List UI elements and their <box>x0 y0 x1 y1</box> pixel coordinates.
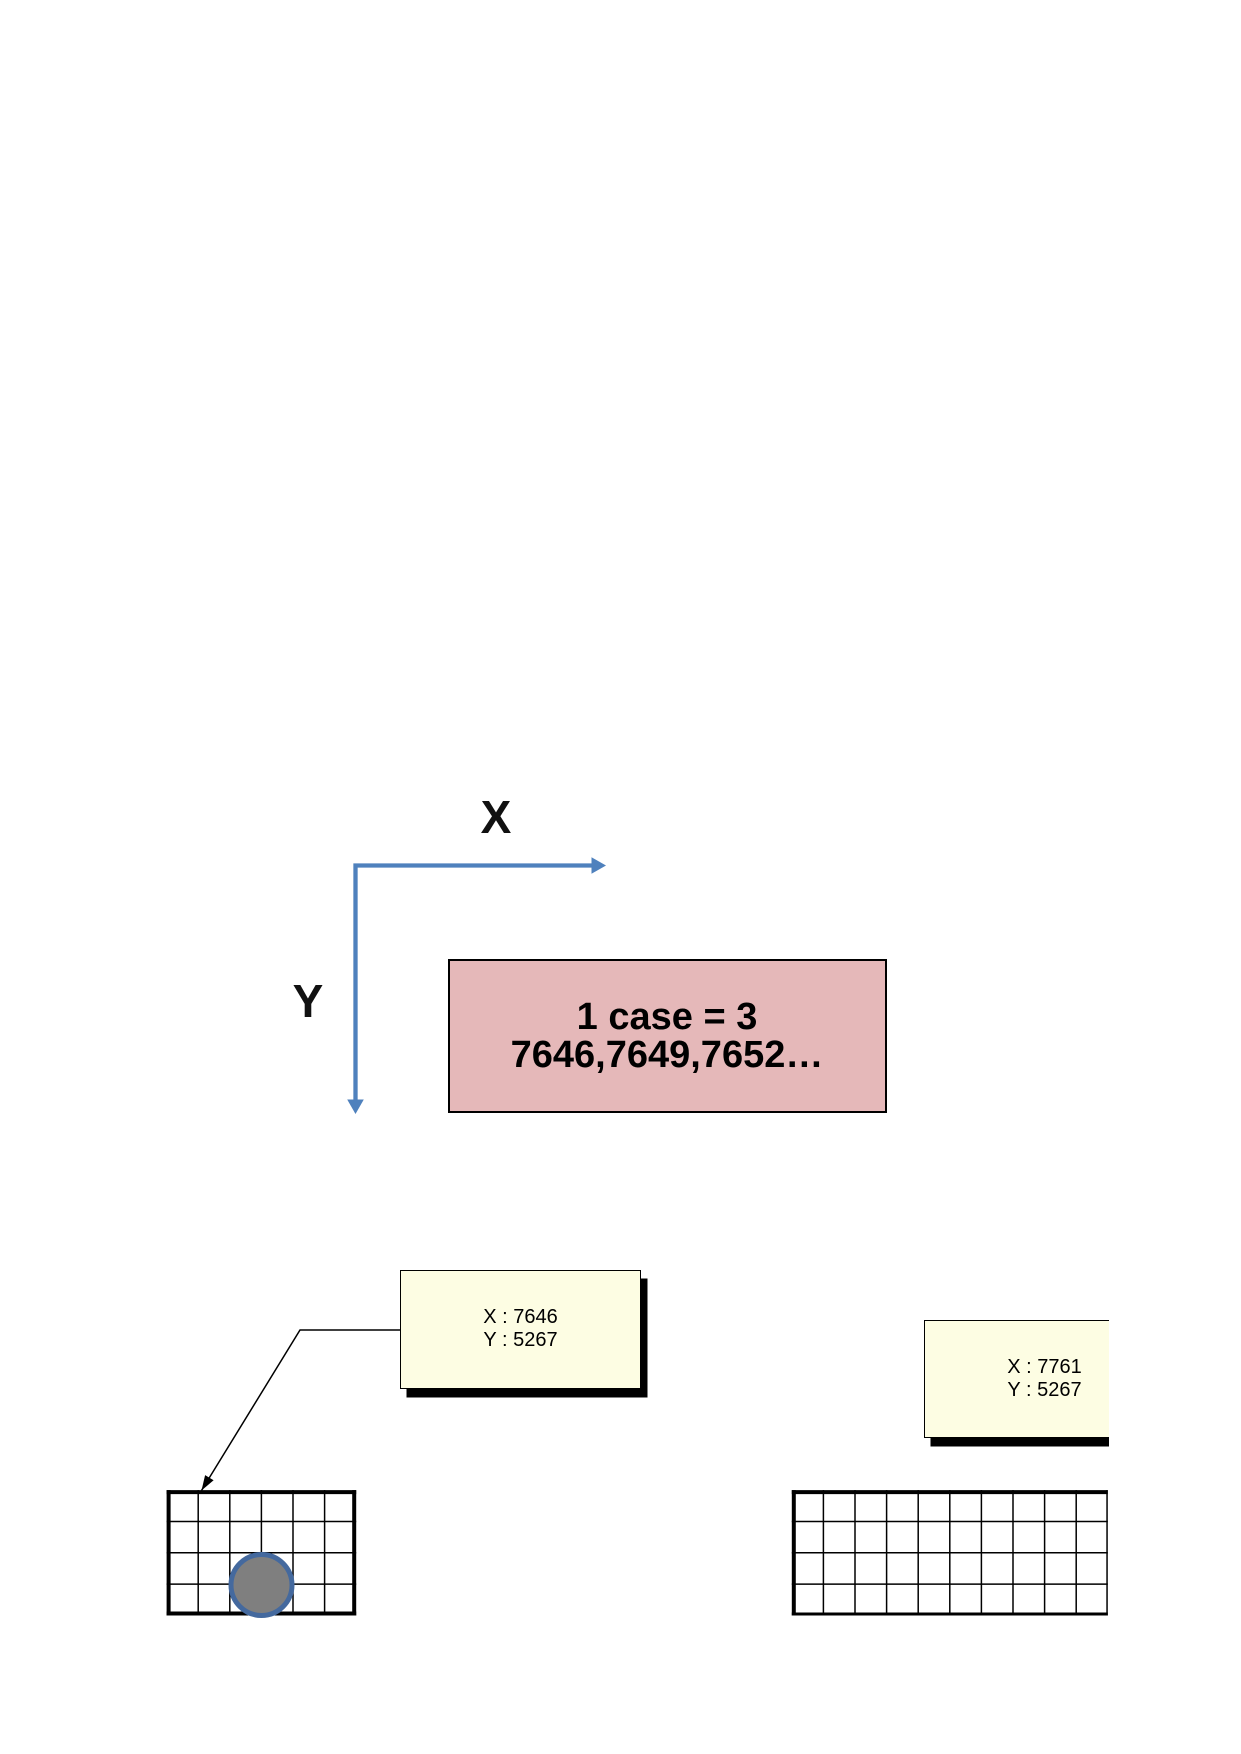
marker-circle <box>228 1552 295 1618</box>
y-axis-label: Y <box>292 975 324 1027</box>
callout-right-clip: X : 7761 Y : 5267 <box>924 1320 1109 1447</box>
legend-line-2: 7646,7649,7652… <box>510 1034 824 1076</box>
leader-line <box>200 1329 400 1491</box>
callout-left-line-1: X : 7646 <box>483 1306 558 1329</box>
grid-right <box>791 1490 1108 1616</box>
callout-right-line-2: Y : 5267 <box>1007 1378 1082 1401</box>
callout-left: X : 7646 Y : 5267 <box>400 1270 641 1389</box>
legend-box: 1 case = 3 7646,7649,7652… <box>447 959 887 1113</box>
callout-right: X : 7761 Y : 5267 <box>924 1320 1109 1438</box>
axes-lines <box>353 863 594 1102</box>
x-axis-label: X <box>480 791 512 843</box>
leader-arrowhead-icon <box>201 1475 214 1491</box>
xy-axes <box>347 857 606 1114</box>
x-axis-arrowhead-icon <box>591 857 606 874</box>
y-axis-arrowhead-icon <box>347 1099 364 1114</box>
callout-right-line-1: X : 7761 <box>1007 1355 1082 1378</box>
callout-left-line-2: Y : 5267 <box>483 1329 558 1352</box>
leader-arrow <box>200 1329 400 1491</box>
legend-line-1: 1 case = 3 <box>576 996 758 1038</box>
